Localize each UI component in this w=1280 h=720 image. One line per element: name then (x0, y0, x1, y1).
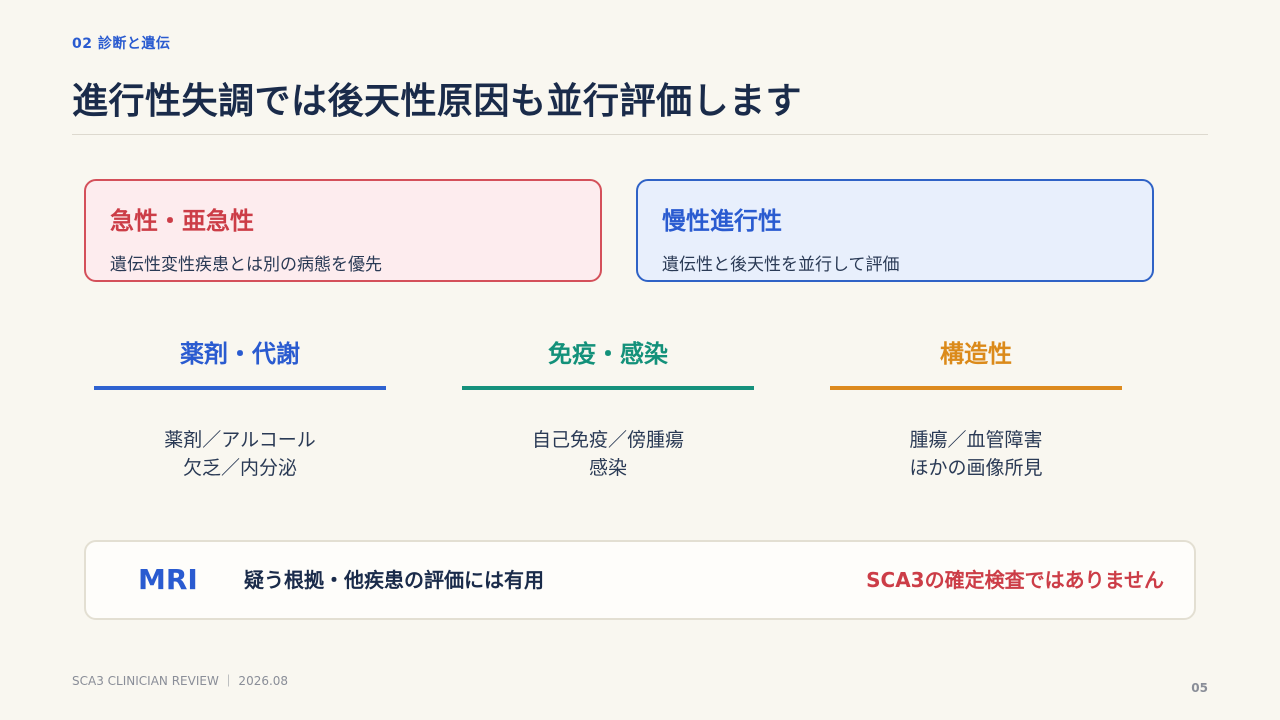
category-drug-metabolic: 薬剤・代謝 薬剤／アルコール 欠乏／内分泌 (94, 336, 386, 482)
category-item: 腫瘍／血管障害 (909, 429, 1043, 451)
category-items: 腫瘍／血管障害 ほかの画像所見 (830, 426, 1122, 482)
category-item: 自己免疫／傍腫瘍 (531, 429, 684, 451)
category-underline (830, 386, 1122, 390)
mri-note: MRI 疑う根拠・他疾患の評価には有用 SCA3の確定検査ではありません (84, 540, 1196, 620)
category-heading: 薬剤・代謝 (180, 340, 300, 368)
mri-warning: SCA3の確定検査ではありません (866, 568, 1164, 592)
mri-description: 疑う根拠・他疾患の評価には有用 (244, 568, 544, 592)
footer-source: SCA3 CLINICIAN REVIEW ｜ 2026.08 (72, 674, 289, 688)
section-label: 02 診断と遺伝 (72, 36, 171, 52)
chronic-card-subtitle: 遺伝性と後天性を並行して評価 (662, 255, 900, 275)
category-item: 感染 (588, 457, 627, 479)
category-item: 薬剤／アルコール (164, 429, 316, 451)
acute-card: 急性・亜急性 遺伝性変性疾患とは別の病態を優先 (84, 179, 602, 282)
category-item: ほかの画像所見 (909, 457, 1043, 479)
category-heading: 免疫・感染 (548, 340, 668, 368)
acute-card-subtitle: 遺伝性変性疾患とは別の病態を優先 (110, 255, 382, 275)
mri-tag: MRI (138, 563, 198, 596)
category-item: 欠乏／内分泌 (182, 457, 297, 479)
category-structural: 構造性 腫瘍／血管障害 ほかの画像所見 (830, 336, 1122, 482)
page-number: 05 (1191, 681, 1208, 695)
category-heading: 構造性 (940, 340, 1012, 368)
category-items: 自己免疫／傍腫瘍 感染 (462, 426, 754, 482)
category-items: 薬剤／アルコール 欠乏／内分泌 (94, 426, 386, 482)
chronic-card: 慢性進行性 遺伝性と後天性を並行して評価 (636, 179, 1154, 282)
category-immune-infection: 免疫・感染 自己免疫／傍腫瘍 感染 (462, 336, 754, 482)
page-title: 進行性失調では後天性原因も並行評価します (72, 81, 803, 122)
category-underline (94, 386, 386, 390)
category-underline (462, 386, 754, 390)
title-divider (72, 134, 1208, 135)
chronic-card-title: 慢性進行性 (662, 207, 782, 235)
acute-card-title: 急性・亜急性 (110, 207, 254, 235)
